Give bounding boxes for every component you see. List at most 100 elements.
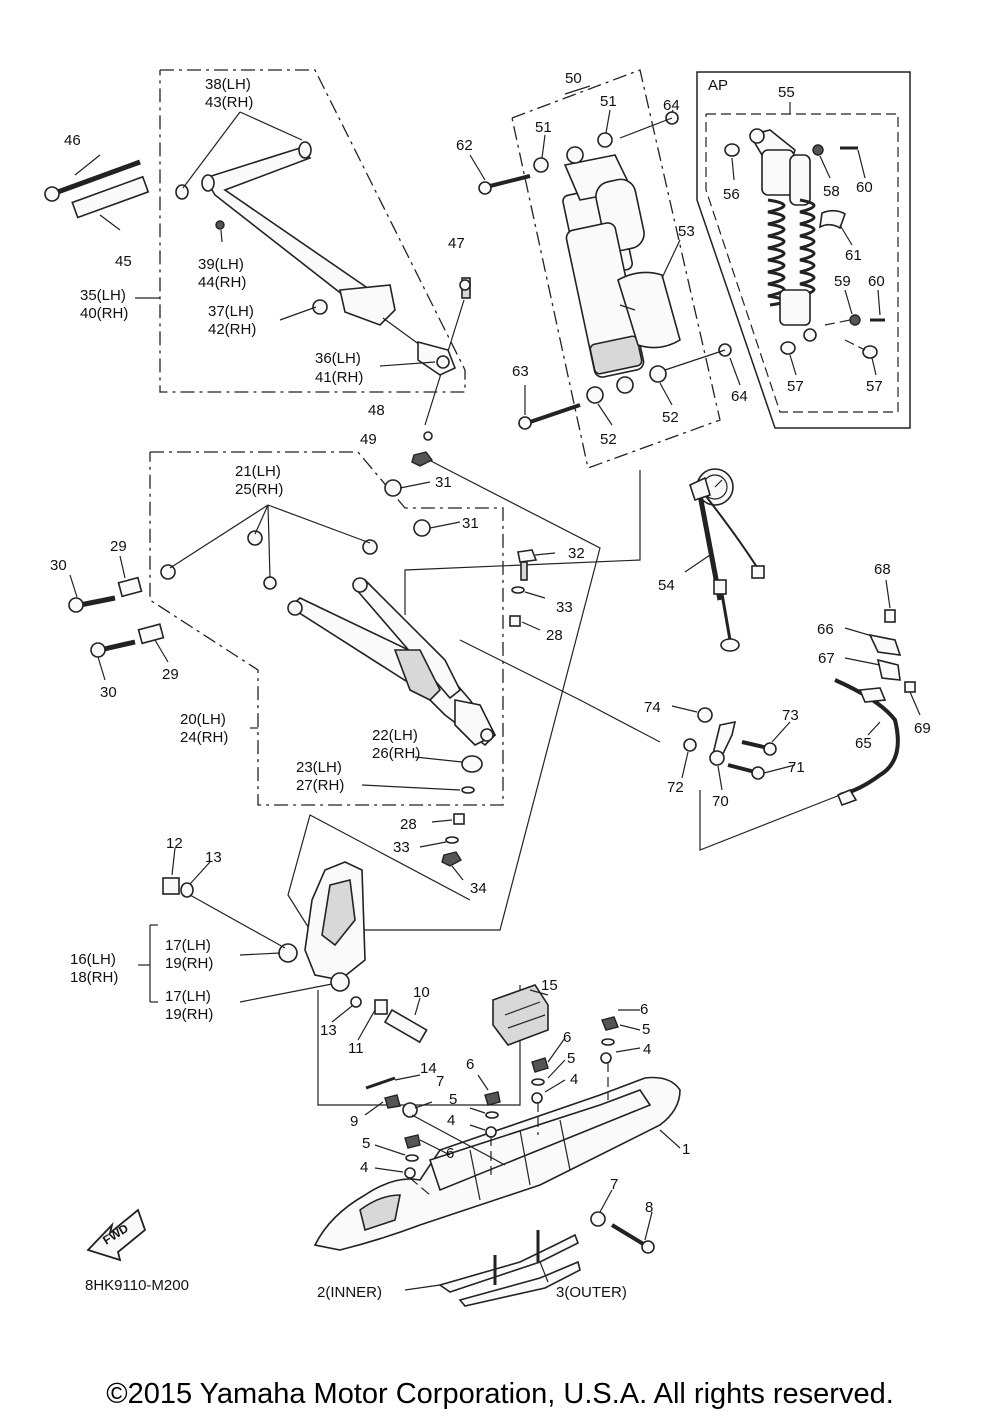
callout: 29 [162,666,179,683]
callout: 41(RH) [315,369,363,386]
callout: 11 [348,1040,364,1057]
callout: 4 [570,1071,578,1088]
callout: 18(RH) [70,969,118,986]
spindle-knuckle [162,861,428,1044]
ap-label: AP [708,77,728,94]
cable-assembly [834,609,916,807]
shock-small-parts [478,111,732,430]
ap-shock [748,128,846,342]
callout: 6 [446,1145,454,1162]
callout: 17(LH) [165,988,211,1005]
callout: 47 [448,235,465,252]
shock-absorber [562,146,645,394]
link-lines [287,299,841,1106]
callout: 45 [115,253,132,270]
callout: 7 [610,1176,618,1193]
callout: 19(RH) [165,955,213,972]
callout: 55 [778,84,795,101]
upper-a-arm [201,141,457,376]
callout: 53 [678,223,695,240]
callout: 57 [866,378,883,395]
callout: 4 [643,1041,651,1058]
callout: 54 [658,577,675,594]
callout: 30 [100,684,117,701]
ap-shock-leaders [731,102,881,376]
callout: 66 [817,621,834,638]
callout: 64 [731,388,748,405]
callout: 65 [855,735,872,752]
callout: 22(LH) [372,727,418,744]
shock-group-outline [511,69,721,469]
callout: 5 [362,1135,370,1152]
callout: 52 [662,409,679,426]
callout: 71 [788,759,805,776]
callout: 7 [436,1073,444,1090]
callout: 51 [535,119,552,136]
callout: 46 [64,132,81,149]
callout: 28 [546,627,563,644]
callout: 48 [368,402,385,419]
callout: 31 [435,474,452,491]
callout: 35(LH) [80,287,126,304]
callout: 57 [787,378,804,395]
stabilizer-link [671,705,796,791]
callout: 61 [845,247,862,264]
lower-arm-group-outline [149,451,504,806]
callout: 74 [644,699,661,716]
callout: 33 [556,599,573,616]
callout: 8 [645,1199,653,1216]
callout: 5 [642,1021,650,1038]
callout: 70 [712,793,729,810]
callout: 5 [567,1050,575,1067]
upper-arm-group-outline [159,69,466,393]
upper-arm-bolt-46 [44,159,141,202]
callout: 25(RH) [235,481,283,498]
callout: 68 [874,561,891,578]
callout: 62 [456,137,473,154]
callout: 44(RH) [198,274,246,291]
callout: 72 [667,779,684,796]
callout: 17(LH) [165,937,211,954]
callout: 42(RH) [208,321,256,338]
callout: 43(RH) [205,94,253,111]
callout: 52 [600,431,617,448]
lower-arm-small-parts [68,479,538,867]
callout: 5 [449,1091,457,1108]
callout: 64 [663,97,680,114]
callout: 6 [563,1029,571,1046]
callout: 4 [447,1112,455,1129]
ski-leaders [364,989,681,1291]
callout-labels: 38(LH) 43(RH) 46 45 39(LH) 44(RH) 35(LH)… [50,70,931,1301]
ap-shock-small-parts [724,143,885,359]
callout: 14 [420,1060,437,1077]
callout: 10 [413,984,430,1001]
air-pump-gauge [684,468,765,652]
callout: 23(LH) [296,759,342,776]
callout: 60 [856,179,873,196]
callout: 28 [400,816,417,833]
callout: 26(RH) [372,745,420,762]
callout: 69 [914,720,931,737]
callout: 49 [360,431,377,448]
upper-arm-small-parts [175,184,471,467]
callout: 32 [568,545,585,562]
callout: 4 [360,1159,368,1176]
callout: 67 [818,650,835,667]
callout: 20(LH) [180,711,226,728]
callout: 36(LH) [315,350,361,367]
callout: 6 [640,1001,648,1018]
callout: 6 [466,1056,474,1073]
callout: 39(LH) [198,256,244,273]
callout: 19(RH) [165,1006,213,1023]
ski-hardware [365,1016,655,1254]
callout: 34 [470,880,487,897]
callout: 56 [723,186,740,203]
callout: 38(LH) [205,76,251,93]
callout: 2(INNER) [317,1284,382,1301]
callout: 13 [205,849,222,866]
callout: 60 [868,273,885,290]
callout: 31 [462,515,479,532]
callout: 16(LH) [70,951,116,968]
shock-leaders [469,85,741,426]
fwd-arrow-icon [86,1208,147,1262]
